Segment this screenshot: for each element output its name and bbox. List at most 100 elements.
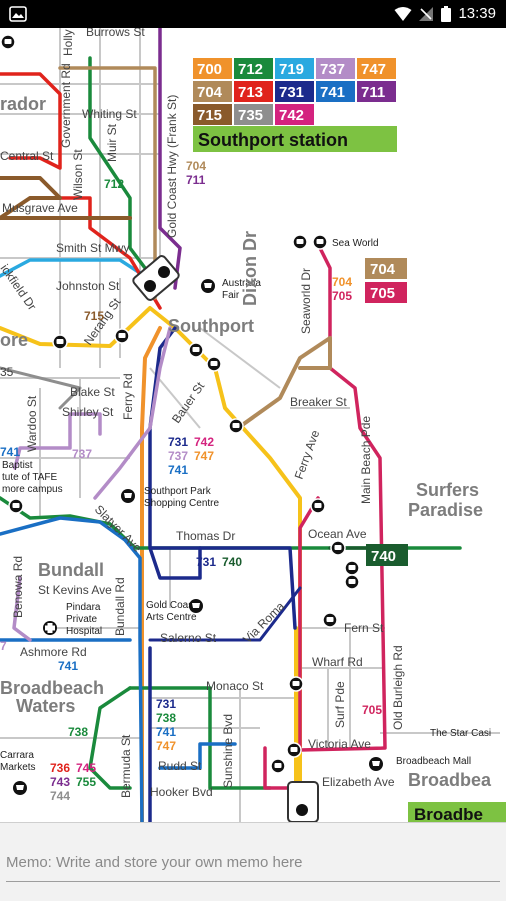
- street-gold-coast-hwy: Gold Coast Hwy (Frank St): [165, 95, 179, 238]
- route-badge-700[interactable]: 700: [197, 61, 222, 78]
- street-muir: Muir St: [105, 123, 119, 162]
- street-burrows: Burrows St: [86, 28, 145, 39]
- route-747-path: [140, 326, 162, 822]
- route-label-741d: 741: [156, 725, 176, 739]
- route-label-737: 737: [168, 449, 188, 463]
- broadbeach-south-station-icon[interactable]: [287, 781, 319, 822]
- route-badge-731[interactable]: 731: [279, 84, 304, 101]
- street-whiting: Whiting St: [82, 107, 137, 121]
- street-35: 35: [0, 365, 14, 379]
- street-smith: Smith St Mwy: [56, 241, 129, 255]
- route-715-path: [0, 176, 62, 220]
- route-badge-741[interactable]: 741: [320, 84, 345, 101]
- street-rudd: Rudd St: [158, 759, 202, 773]
- place-bundall: Bundall: [38, 560, 104, 580]
- memo-bar: [0, 822, 506, 901]
- route-712-north: [88, 56, 162, 290]
- southport-station-banner[interactable]: Southport station: [198, 130, 348, 150]
- landmark-australia-fair-1: Australia: [222, 278, 261, 289]
- route-label-741: 741: [168, 463, 188, 477]
- bus-stop-glyph: [56, 339, 64, 344]
- route-badge-742[interactable]: 742: [279, 107, 304, 124]
- street-surf: Surf Pde: [333, 681, 347, 728]
- landmark-carrara-2: Markets: [0, 762, 36, 773]
- southport-station-icon[interactable]: [132, 254, 181, 301]
- wifi-icon: [394, 6, 412, 27]
- place-surfers-paradise-2: Paradise: [408, 500, 483, 520]
- coastline: [335, 28, 506, 822]
- gallery-icon: [9, 6, 27, 27]
- route-label-731b: 731: [196, 555, 216, 569]
- street-brickfield: ickfield Dr: [0, 262, 39, 313]
- memo-input[interactable]: [6, 843, 500, 882]
- broadbeach-badge[interactable]: Broadbe: [414, 805, 483, 822]
- landmark-tafe-1: Baptist: [2, 460, 33, 471]
- route-label-755: 755: [76, 775, 96, 789]
- route-735-path: [0, 366, 82, 410]
- route-741-salerno: [148, 586, 302, 642]
- route-label-7: 7: [0, 639, 7, 653]
- side-badge-705-bg: [365, 282, 407, 303]
- route-711-path: [158, 28, 182, 290]
- route-badge-704[interactable]: 704: [197, 84, 223, 101]
- landmark-southport-park-1: Southport Park: [144, 486, 212, 497]
- route-label-744: 744: [50, 789, 70, 803]
- route-badge-712[interactable]: 712: [238, 61, 263, 78]
- landmark-pindara-3: Hospital: [66, 626, 102, 637]
- route-badge-737[interactable]: 737: [320, 61, 345, 78]
- street-monaco: Monaco St: [206, 679, 264, 693]
- route-badge-711[interactable]: 711: [361, 84, 385, 101]
- route-731-thomas: [148, 546, 297, 630]
- street-slatyer: Slatyer Ave: [92, 502, 145, 555]
- route-badge-713[interactable]: 713: [238, 84, 263, 101]
- route-label-738: 738: [156, 711, 176, 725]
- route-badge-713-bg: [234, 81, 273, 102]
- route-badge-711-bg: [357, 81, 396, 102]
- bus-stop-glyph: [334, 545, 342, 550]
- side-badge-704[interactable]: 704: [370, 261, 396, 278]
- route-badge-735[interactable]: 735: [238, 107, 263, 124]
- landmark-tafe-2: tute of TAFE: [2, 472, 58, 483]
- route-738-loop: [88, 686, 132, 790]
- bus-stop-glyph: [292, 681, 300, 686]
- street-via-roma: Via Roma: [240, 599, 287, 646]
- street-central: Central St: [0, 149, 54, 163]
- route-badge-741-bg: [316, 81, 355, 102]
- bus-stop-glyph: [118, 333, 126, 338]
- route-737-path: [13, 412, 102, 470]
- route-label-736: 736: [50, 761, 70, 775]
- route-label-715: 715: [84, 309, 104, 323]
- route-badge-715[interactable]: 715: [197, 107, 222, 124]
- route-label-738b: 738: [68, 725, 88, 739]
- route-badge-719[interactable]: 719: [279, 61, 304, 78]
- landmark-gc-arts-2: Arts Centre: [146, 612, 197, 623]
- route-label-743: 743: [50, 775, 70, 789]
- street-dixon: Dixon Dr: [240, 231, 260, 306]
- side-badge-705[interactable]: 705: [370, 285, 395, 302]
- street-ferry-ave: Ferry Ave: [292, 428, 323, 481]
- route-badge-747[interactable]: 747: [361, 61, 386, 78]
- bus-stop-glyph: [210, 361, 218, 366]
- status-time: 13:39: [458, 5, 496, 22]
- bus-stop-glyph: [326, 617, 334, 622]
- place-labrador: rador: [0, 94, 46, 114]
- street-government: Government Rd: [59, 63, 73, 148]
- street-shirley: Shirley St: [62, 405, 114, 419]
- shopping-cart-glyph: [372, 761, 380, 766]
- side-badge-704-bg: [365, 258, 407, 279]
- status-bar: 13:39: [0, 0, 506, 28]
- street-johnston: Johnston St: [56, 279, 120, 293]
- route-badge-719-bg: [275, 58, 314, 79]
- route-label-741b: 741: [0, 445, 20, 459]
- badge-740-label[interactable]: 740: [371, 548, 396, 565]
- route-label-747: 747: [194, 449, 214, 463]
- hospital-icon: [43, 621, 57, 635]
- route-704-path: [236, 336, 332, 430]
- route-737-c: [12, 576, 32, 642]
- shopping-cart-glyph: [16, 785, 24, 790]
- route-badge-747-bg: [357, 58, 396, 79]
- street-ashmore: Ashmore Rd: [20, 645, 87, 659]
- place-broadbeach-waters-2: Waters: [16, 696, 75, 716]
